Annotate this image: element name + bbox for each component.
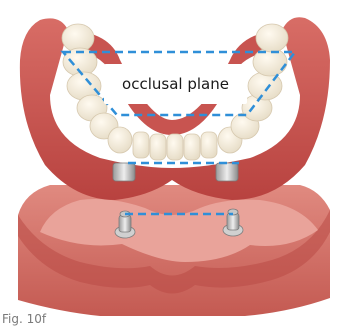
occlusal-plane-label: occlusal plane	[104, 64, 247, 104]
model-base	[18, 185, 330, 316]
